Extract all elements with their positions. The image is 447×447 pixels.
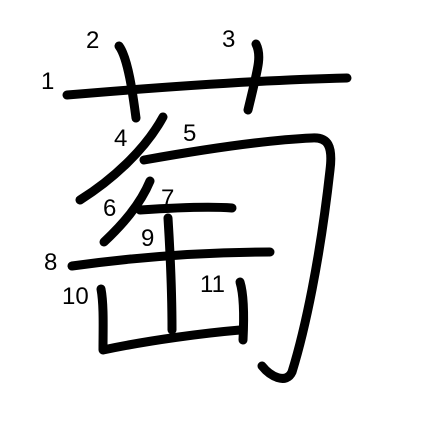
- stroke-number-7: 7: [161, 185, 174, 212]
- stroke-number-1: 1: [41, 68, 54, 95]
- character-strokes: [62, 39, 352, 383]
- stroke-2: [114, 41, 141, 123]
- stroke-number-11: 11: [200, 271, 225, 298]
- stroke-numbers: 1 2 3 4 5 6 7 8 9 10 11: [41, 26, 235, 310]
- stroke-11: [235, 277, 249, 345]
- stroke-number-8: 8: [44, 249, 57, 276]
- stroke-5: [139, 133, 336, 383]
- stroke-number-10: 10: [62, 283, 89, 310]
- stroke-number-2: 2: [86, 27, 99, 54]
- stroke-number-9: 9: [141, 225, 154, 252]
- stroke-number-6: 6: [103, 195, 116, 222]
- stroke-3: [243, 39, 264, 115]
- stroke-number-5: 5: [183, 120, 196, 147]
- stroke-4: [75, 112, 168, 205]
- stroke-number-3: 3: [222, 26, 235, 53]
- stroke-number-4: 4: [114, 125, 127, 152]
- stroke-6: [99, 176, 155, 247]
- stroke-7: [135, 202, 237, 215]
- stroke-9: [163, 213, 177, 335]
- stroke-10: [96, 284, 245, 355]
- stroke-1: [62, 73, 352, 100]
